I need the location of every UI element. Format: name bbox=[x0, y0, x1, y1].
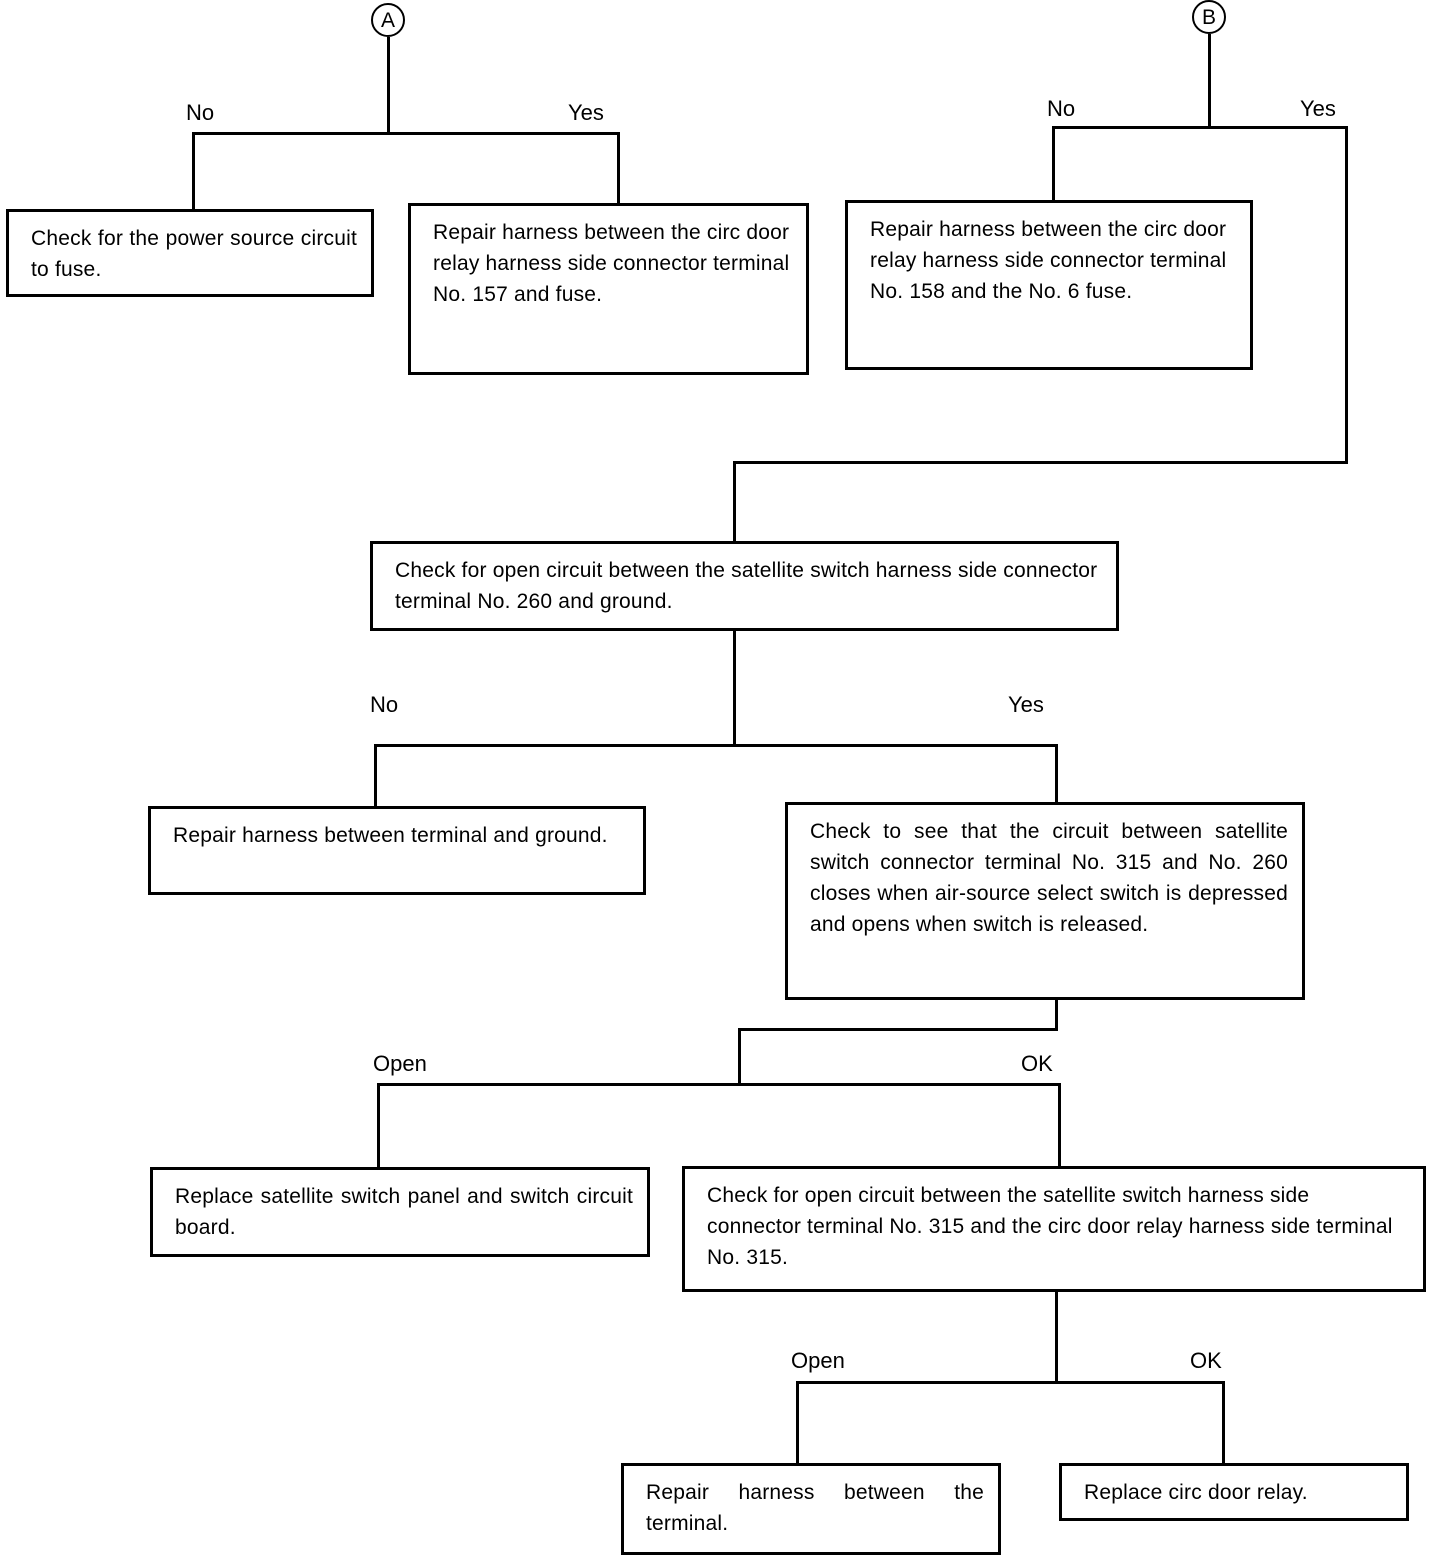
branch-label-ground-yes: Yes bbox=[1008, 692, 1044, 717]
terminal-check-ok-leg bbox=[1222, 1381, 1225, 1465]
check-315-260-route-vertical bbox=[738, 1028, 741, 1086]
connector-b-yes-route-horizontal bbox=[733, 461, 1348, 464]
connector-a-stem bbox=[387, 37, 390, 133]
switch-check-open-leg bbox=[377, 1083, 380, 1168]
check-315-260-route-horizontal bbox=[738, 1028, 1058, 1031]
switch-check-branch-bar bbox=[377, 1083, 1061, 1086]
connector-b-no-leg bbox=[1052, 126, 1055, 204]
page-connector-a-letter: A bbox=[380, 8, 395, 32]
box-check-open-circuit-260: Check for open circuit between the satel… bbox=[370, 541, 1119, 631]
branch-label-switch-ok: OK bbox=[1021, 1051, 1053, 1076]
check-260-branch-bar bbox=[374, 744, 1058, 747]
branch-label-a-yes: Yes bbox=[568, 100, 604, 125]
switch-check-ok-leg bbox=[1058, 1083, 1061, 1168]
connector-a-yes-leg bbox=[617, 132, 620, 204]
connector-b-yes-leg bbox=[1345, 126, 1348, 464]
box-repair-terminal-and-ground: Repair harness between terminal and grou… bbox=[148, 806, 646, 895]
check-260-no-leg bbox=[374, 744, 377, 808]
terminal-check-open-leg bbox=[796, 1381, 799, 1465]
connector-b-yes-route-vertical bbox=[733, 461, 736, 544]
branch-label-a-no: No bbox=[186, 100, 215, 125]
check-260-output-stem bbox=[733, 629, 736, 746]
branch-label-terminal-ok: OK bbox=[1190, 1348, 1222, 1373]
page-connector-a: A bbox=[371, 3, 405, 37]
box-check-power-source: Check for the power source circuit to fu… bbox=[6, 209, 374, 297]
check-260-yes-leg bbox=[1055, 744, 1058, 804]
branch-label-terminal-open: Open bbox=[791, 1348, 845, 1373]
terminal-check-branch-bar bbox=[796, 1381, 1225, 1384]
box-check-circuit-315-260: Check to see that the circuit between sa… bbox=[785, 802, 1305, 1000]
connector-b-stem bbox=[1208, 34, 1211, 127]
branch-label-b-no: No bbox=[1047, 96, 1076, 121]
check-315-260-output-stem bbox=[1055, 998, 1058, 1030]
page-connector-b-letter: B bbox=[1201, 5, 1216, 29]
connector-a-branch-bar bbox=[192, 132, 620, 135]
branch-label-b-yes: Yes bbox=[1300, 96, 1336, 121]
box-repair-harness-158: Repair harness between the circ door rel… bbox=[845, 200, 1253, 370]
connector-b-branch-bar bbox=[1052, 126, 1348, 129]
branch-label-switch-open: Open bbox=[373, 1051, 427, 1076]
check-315-output-stem bbox=[1055, 1290, 1058, 1384]
branch-label-ground-no: No bbox=[370, 692, 399, 717]
box-repair-the-terminal: Repair harness between the terminal. bbox=[621, 1463, 1001, 1555]
page-connector-b: B bbox=[1192, 0, 1226, 34]
box-repair-harness-157: Repair harness between the circ door rel… bbox=[408, 203, 809, 375]
box-check-open-circuit-315: Check for open circuit between the satel… bbox=[682, 1166, 1426, 1292]
connector-a-no-leg bbox=[192, 132, 195, 212]
box-replace-circ-door-relay: Replace circ door relay. bbox=[1059, 1463, 1409, 1521]
box-replace-switch-panel: Replace satellite switch panel and switc… bbox=[150, 1167, 650, 1257]
